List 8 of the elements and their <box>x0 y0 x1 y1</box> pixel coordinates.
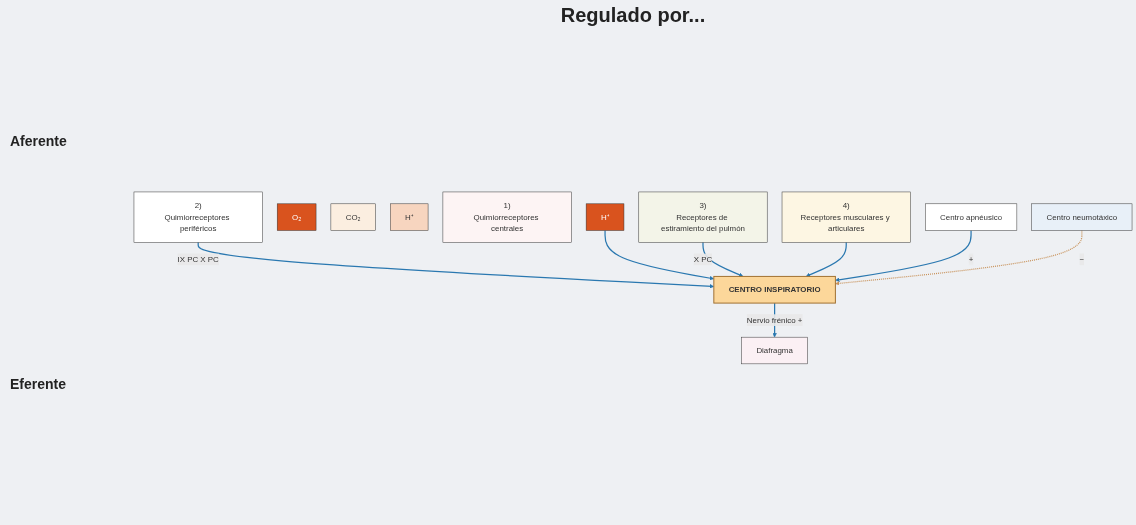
arrow <box>604 229 715 281</box>
arrow <box>805 241 847 277</box>
section-label: Aferente <box>10 133 68 150</box>
arrow <box>702 241 744 277</box>
section-label: Eferente <box>10 375 68 392</box>
arrow <box>197 241 715 289</box>
arrow <box>835 229 1083 286</box>
heading-text: Regulado por... <box>560 4 706 27</box>
